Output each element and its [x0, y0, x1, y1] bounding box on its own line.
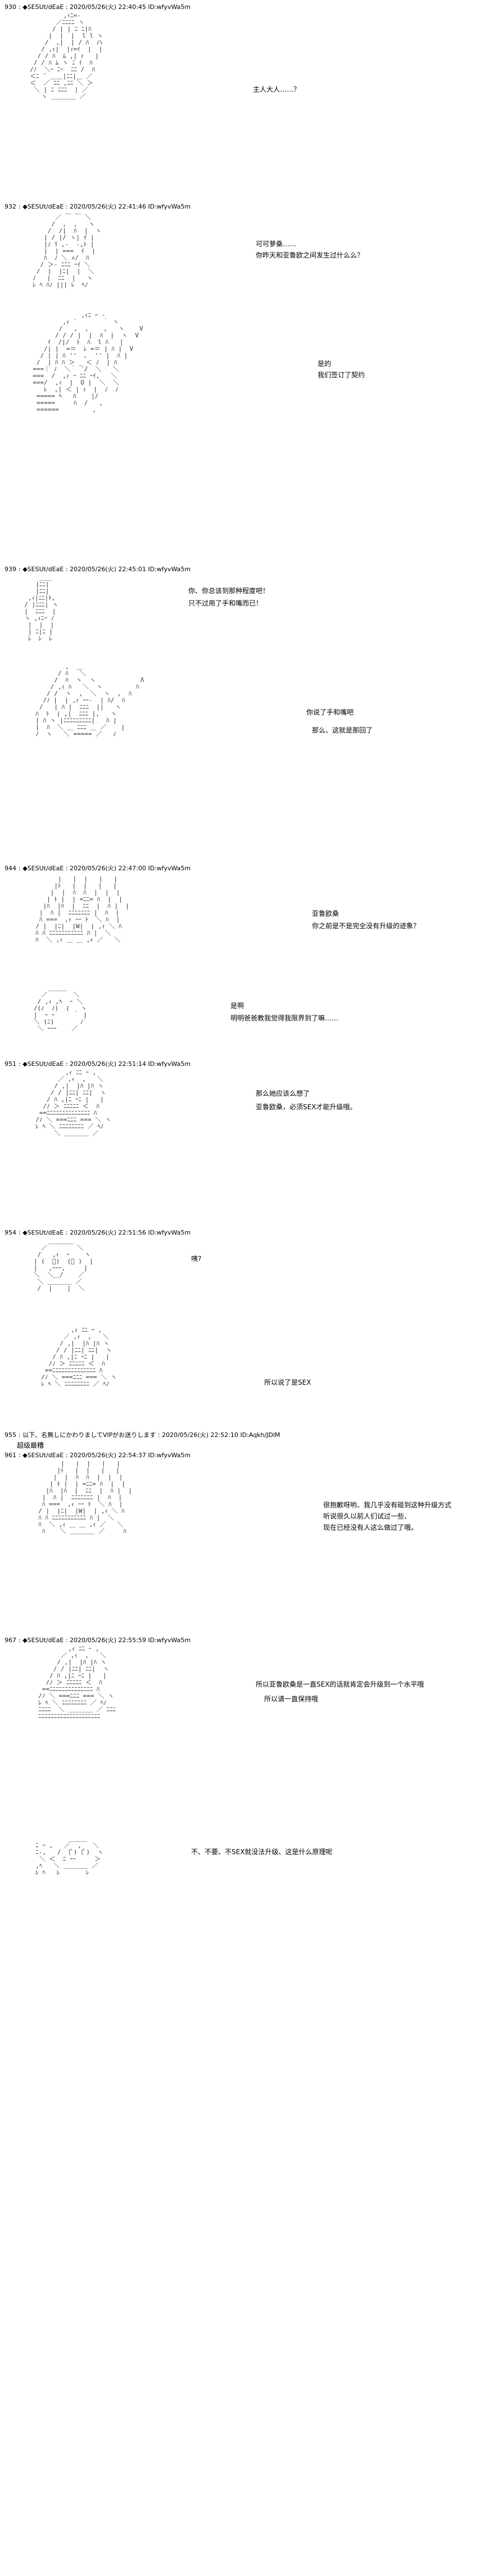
post-date: 2020/05/26(火) 22:45:01 — [69, 566, 146, 573]
post-date: 2020/05/26(火) 22:40:45 — [69, 3, 146, 11]
post-text: 只不过用了手和嘴而已！ — [188, 599, 263, 607]
poster-name: ◆SESUt/dEaE — [22, 1637, 64, 1644]
post-text: 我们签订了契约 — [318, 371, 365, 379]
poster-id: ID:wfyvWa5m — [148, 1060, 191, 1068]
poster-name: ◆SESUt/dEaE — [22, 1060, 64, 1068]
ascii-art: | | | | | |ﾄ | | | | | | ﾊ ﾊ | | | | ﾄ |… — [38, 1460, 132, 1535]
ascii-art: ,ｨﾆ ｰ - ,ｨ ´ ｀ ヽ / , , , ヽ V / / / | | ﾊ… — [33, 311, 143, 413]
post-text: 所以亚鲁欧桑是一直SEX的话就肯定会升级到一个水平哦 — [256, 1680, 424, 1688]
poster-name: ◆SESUt/dEaE — [22, 566, 64, 573]
post-number: 932 — [4, 203, 16, 210]
ascii-art: | | | | | |ﾄ | | | | | | ﾊ ﾊ | | | | ﾄ |… — [35, 875, 129, 943]
poster-name: ◆SESUt/dEaE — [22, 1229, 64, 1236]
post-header: 930: ◆SESUt/dEaE : 2020/05/26(火) 22:40:4… — [4, 3, 191, 11]
post-text: 是的 — [318, 360, 332, 368]
post-header: 951: ◆SESUt/dEaE : 2020/05/26(火) 22:51:1… — [4, 1060, 191, 1068]
post-text: 亚鲁欧桑 — [312, 910, 339, 918]
poster-id: ID:wfyvWa5m — [148, 203, 191, 210]
post-text: 超级最糟 — [17, 1441, 44, 1449]
post-text: 那么、这就是那回了 — [312, 726, 373, 734]
ascii-art: ／ ￣ ￣ ＼ / , , ヽ / /| ﾊ | ヽ | / |/ ヽ| ｲ |… — [33, 214, 102, 288]
poster-id: ID:wfyvWa5m — [148, 1452, 191, 1459]
poster-id: ID:wfyvWa5m — [148, 3, 191, 11]
post-number: 961 — [4, 1452, 16, 1459]
post-text: 明明爸爸教我觉得我限界到了嘛…… — [230, 1014, 339, 1022]
poster-name: 以下、名無しにかわりましてVIPがお送りします — [22, 1431, 156, 1439]
post-date: 2020/05/26(火) 22:41:46 — [69, 203, 146, 210]
post-date: 2020/05/26(火) 22:51:14 — [69, 1060, 146, 1068]
post-header: 932: ◆SESUt/dEaE : 2020/05/26(火) 22:41:4… — [4, 203, 191, 210]
post-number: 930 — [4, 3, 16, 11]
poster-id: ID:Aqkh/JDlM — [240, 1431, 280, 1439]
post-date: 2020/05/26(火) 22:55:59 — [69, 1637, 146, 1644]
poster-name: ◆SESUt/dEaE — [22, 865, 64, 872]
poster-id: ID:wfyvWa5m — [148, 1637, 191, 1644]
post-text: 你之前是不是完全没有升级的迹象？ — [312, 922, 420, 930]
post-header: 954: ◆SESUt/dEaE : 2020/05/26(火) 22:51:5… — [4, 1229, 191, 1236]
ascii-art: ,ｨﾆ=- ／ﾆﾆﾆﾆ ヽ / | | ﾆ ﾆ|ﾊ | | | l l ヽ / … — [30, 12, 103, 100]
poster-name: ◆SESUt/dEaE — [22, 203, 64, 210]
post-header: 944: ◆SESUt/dEaE : 2020/05/26(火) 22:47:0… — [4, 865, 191, 872]
post-number: 944 — [4, 865, 16, 872]
ascii-art: ,ｨ ﾆﾆ ｰ , ／ ,ｨ , ＼ / ,| |ﾊ |ﾊ ヽ / / |ﾆﾆ|… — [35, 1069, 111, 1137]
post-text: 主人大人……？ — [253, 85, 301, 93]
poster-id: ID:wfyvWa5m — [148, 566, 191, 573]
post-number: 951 — [4, 1060, 16, 1068]
post-date: 2020/05/26(火) 22:51:56 — [69, 1229, 146, 1236]
post-date: 2020/05/26(火) 22:54:37 — [69, 1452, 146, 1459]
post-text: 你昨天和亚鲁欧之间发生过什么么？ — [256, 251, 364, 259]
ascii-art: , ＿ / ﾊ ＼ / ﾊ ヽ ヽ Λ / ,ｨ ﾊ ＼ ヽ ﾊ / / ヽ ,… — [35, 663, 144, 738]
post-number: 954 — [4, 1229, 16, 1236]
post-header: 961: ◆SESUt/dEaE : 2020/05/26(火) 22:54:3… — [4, 1452, 191, 1459]
ascii-art: ＿＿＿ ﾆ ｰ , ／ , ＼ ﾆ-, / (ﾟ) (ﾟ) ヽ ＼ ＜ ﾆ ｰｰ… — [35, 1835, 104, 1876]
post-date: 2020/05/26(火) 22:47:00 — [69, 865, 146, 872]
post-text: 很抱歉呀哟、我几乎没有碰到这种升级方式 — [323, 1501, 452, 1509]
post-text: 是啊 — [230, 1002, 245, 1010]
post-text: 你说了手和嘴吧 — [306, 708, 354, 716]
post-text: 那么她应该么想了 — [256, 1090, 310, 1097]
ascii-art: ,ｨ ﾆﾆ ｰ , ／ ,ｨ , ＼ / ,| |ﾊ |ﾊ ヽ / / |ﾆﾆ|… — [41, 1326, 117, 1388]
post-header: 939: ◆SESUt/dEaE : 2020/05/26(火) 22:45:0… — [4, 566, 191, 573]
post-date: 2020/05/26(火) 22:52:10 — [161, 1431, 238, 1439]
post-number: 967 — [4, 1637, 16, 1644]
post-text: 听说很久以前人们试过一些、 — [323, 1512, 411, 1520]
ascii-art: ＿＿ |ﾆﾆ| |ﾆﾆ| ,ｨ|ﾆﾆ|ﾄ, / |ﾆﾆﾆ| ヽ | ﾆﾆﾆ | … — [24, 574, 58, 642]
post-text: 你、你总该到那种程度吧！ — [188, 587, 270, 595]
post-text: 可可萝桑…… — [256, 240, 297, 248]
post-text: 现在已经没有人这么做过了哦。 — [323, 1524, 418, 1531]
ascii-art: ＿＿＿＿ ／ ＼ / ,ｨ ｰ ヽ | ( ﾟ) (ﾟ ) | | ,ｰｰｰ, … — [33, 1237, 93, 1292]
poster-id: ID:wfyvWa5m — [148, 1229, 191, 1236]
post-text: 所以请一直保持哦 — [264, 1695, 319, 1703]
ascii-art: ,ｨ ﾆﾆ ｰ , ／ ,ｨ , ＼ / ,| |ﾊ |ﾊ ヽ / / |ﾆﾆ|… — [38, 1645, 116, 1720]
post-text: 不、不要、不SEX就没法升级、这是什么原理呢 — [191, 1848, 333, 1856]
post-number: 939 — [4, 566, 16, 573]
ascii-art: ＿＿＿ ／ ＼ / ,ｨ ,ﾍ ｰ ＼ /(ﾉ ﾉ) ( ヽ | ｰ ｰ ｀ |… — [33, 984, 87, 1032]
poster-id: ID:wfyvWa5m — [148, 865, 191, 872]
poster-name: ◆SESUt/dEaE — [22, 3, 64, 11]
poster-name: ◆SESUt/dEaE — [22, 1452, 64, 1459]
post-text: 亚鲁欧桑，必须SEX才能升级哦。 — [256, 1103, 357, 1111]
post-header: 967: ◆SESUt/dEaE : 2020/05/26(火) 22:55:5… — [4, 1637, 191, 1644]
post-number: 955 — [4, 1431, 16, 1439]
post-header: 955: 以下、名無しにかわりましてVIPがお送りします : 2020/05/2… — [4, 1431, 280, 1439]
post-text: 所以说了是SEX — [264, 1379, 311, 1386]
post-text: 咦? — [191, 1255, 202, 1263]
